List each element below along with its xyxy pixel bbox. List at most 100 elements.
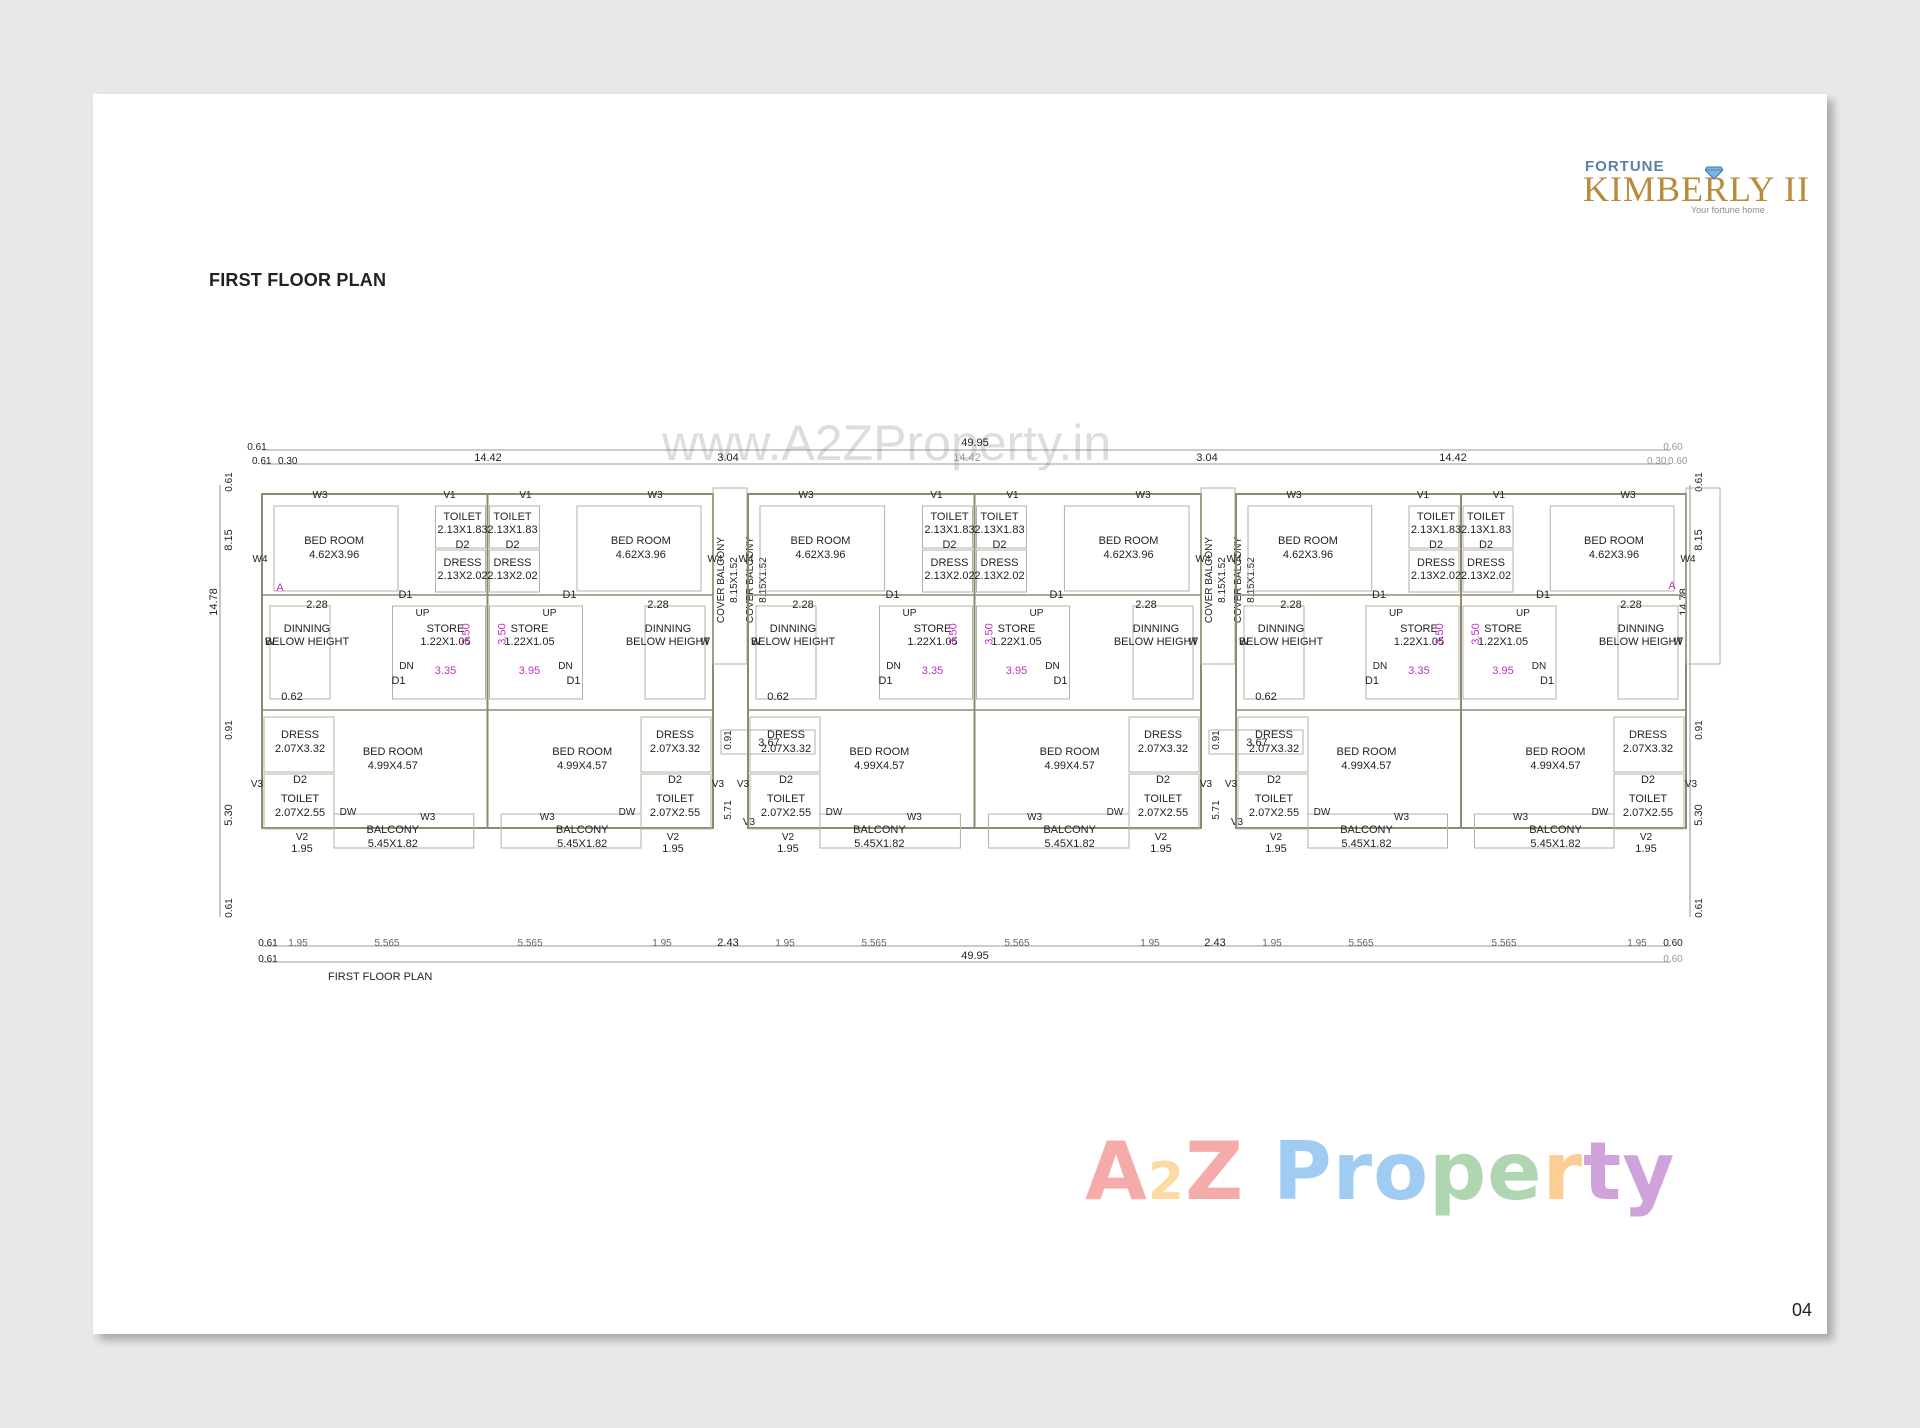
dimension-bottom-segment: 5.565 <box>1004 938 1029 949</box>
toilet-label: TOILET <box>930 511 969 523</box>
dimension-bottom-segment: 5.565 <box>861 938 886 949</box>
rear-toilet-label: TOILET <box>1144 793 1183 805</box>
door-label: DW <box>1314 807 1331 818</box>
window-label: V2 <box>1155 832 1168 843</box>
rear-bedroom-size: 4.99X4.57 <box>1530 760 1580 772</box>
toilet-outline <box>435 505 486 549</box>
dinning-label: DINNING <box>1618 623 1664 635</box>
dimension-depth-gap: 0.91 <box>723 730 734 750</box>
window-label: W <box>1188 637 1198 648</box>
dimension-wing: 14.42 <box>953 452 981 464</box>
dinning-label: DINNING <box>284 623 330 635</box>
toilet-outline <box>489 505 540 549</box>
balcony-outline <box>1474 813 1615 849</box>
dimension-bottom-segment: 5.565 <box>517 938 542 949</box>
window-label: W4 <box>253 554 268 565</box>
dimension-depth-gap: 0.91 <box>1211 730 1222 750</box>
balcony-label: BALCONY <box>367 824 420 836</box>
window-label: V3 <box>1200 779 1213 790</box>
door-label: D1 <box>562 589 576 601</box>
logo-fortune-text: FORTUNE <box>1585 158 1665 175</box>
toilet-label: TOILET <box>1417 511 1456 523</box>
dimension-depth-gap: 0.91 <box>1694 720 1705 740</box>
dimension-bottom-segment: 1.95 <box>652 938 672 949</box>
door-label: D2 <box>1429 539 1443 551</box>
front-bedroom-outline <box>1247 505 1373 592</box>
window-label: W3 <box>1027 812 1042 823</box>
rear-dress-label: DRESS <box>281 729 319 741</box>
door-label: DW <box>1592 807 1609 818</box>
stair-up-label: UP <box>1516 608 1530 619</box>
window-label: W4 <box>708 554 723 565</box>
stair-width: 3.50 <box>1470 623 1482 644</box>
stair-width: 3.50 <box>461 623 473 644</box>
rear-bedroom-size: 4.99X4.57 <box>1341 760 1391 772</box>
dress-outline <box>1462 549 1514 593</box>
store-size: 1.22X1.05 <box>991 636 1041 648</box>
stair-up-label: UP <box>1389 608 1403 619</box>
rear-dress-size: 2.07X3.32 <box>1249 743 1299 755</box>
front-bedroom-outline <box>576 505 702 592</box>
dinning-label: DINNING <box>770 623 816 635</box>
rear-bedroom-label: BED ROOM <box>849 746 909 758</box>
dress-label: DRESS <box>494 557 532 569</box>
door-label: D2 <box>992 539 1006 551</box>
dimension-edge: 0.61 <box>1694 898 1705 918</box>
dimension-depth-front: 8.15 <box>1693 529 1705 550</box>
store-label: STORE <box>914 623 952 635</box>
rear-toilet-outline <box>263 773 335 830</box>
dress-size: 2.13X2.02 <box>974 570 1024 582</box>
door-label: D2 <box>942 539 956 551</box>
window-label: W3 <box>1513 812 1528 823</box>
toilet-size: 2.13X1.83 <box>924 524 974 536</box>
dimension-bottom-segment: 1.95 <box>1140 938 1160 949</box>
dimension-small: 2.28 <box>647 599 668 611</box>
window-label: V1 <box>443 490 456 501</box>
window-label: W3 <box>799 490 814 501</box>
dinning-outline <box>1243 605 1305 700</box>
front-bedroom-outline <box>1549 505 1675 592</box>
stair-store-outline <box>976 605 1070 700</box>
window-label: V2 <box>296 832 309 843</box>
cover-balcony-size: 8.15X1.52 <box>1217 557 1228 603</box>
door-label: D2 <box>1156 774 1170 786</box>
dimension-small: 0.62 <box>767 691 788 703</box>
rear-toilet-label: TOILET <box>1255 793 1294 805</box>
dinning-label: DINNING <box>1133 623 1179 635</box>
window-label: W <box>1673 637 1683 648</box>
window-label: V2 <box>667 832 680 843</box>
dimension-depth-total: 14.78 <box>1678 588 1690 616</box>
below-height-label: BELOW HEIGHT <box>1239 636 1324 648</box>
window-label: W3 <box>1621 490 1636 501</box>
logo-a-letter: A <box>1085 1125 1148 1218</box>
store-size: 1.22X1.05 <box>907 636 957 648</box>
window-label: V3 <box>743 817 756 828</box>
window-label: V3 <box>1225 779 1238 790</box>
dimension-depth-total: 14.78 <box>208 588 220 616</box>
door-label: D1 <box>885 589 899 601</box>
balcony-outline <box>988 813 1130 849</box>
rear-dress-size: 2.07X3.32 <box>761 743 811 755</box>
window-label: V3 <box>737 779 750 790</box>
dimension-bottom-segment: 1.95 <box>288 938 308 949</box>
stair-length: 3.35 <box>922 665 943 677</box>
rear-dress-outline <box>1613 716 1685 773</box>
dimension-edge: 0.61 <box>252 456 272 467</box>
passage-dimension: 3.67 <box>758 737 779 749</box>
balcony-outline <box>333 813 475 849</box>
stair-length: 3.35 <box>1408 665 1429 677</box>
dress-outline <box>435 549 486 593</box>
dinning-outline <box>269 605 331 700</box>
window-label: W3 <box>907 812 922 823</box>
dimension-bottom-segment: 5.565 <box>1491 938 1516 949</box>
balcony-size: 5.45X1.82 <box>854 838 904 850</box>
logo-word-part: r <box>1542 1125 1584 1218</box>
dimension-small: 1.95 <box>1150 843 1171 855</box>
door-label: DW <box>340 807 357 818</box>
rear-bedroom-label: BED ROOM <box>1040 746 1100 758</box>
dimension-depth-front: 8.15 <box>223 529 235 550</box>
url-watermark: www.A2ZProperty.in <box>662 415 1112 471</box>
stair-up-label: UP <box>416 608 430 619</box>
dimension-bottom-segment: 5.565 <box>374 938 399 949</box>
stair-length: 3.35 <box>435 665 456 677</box>
